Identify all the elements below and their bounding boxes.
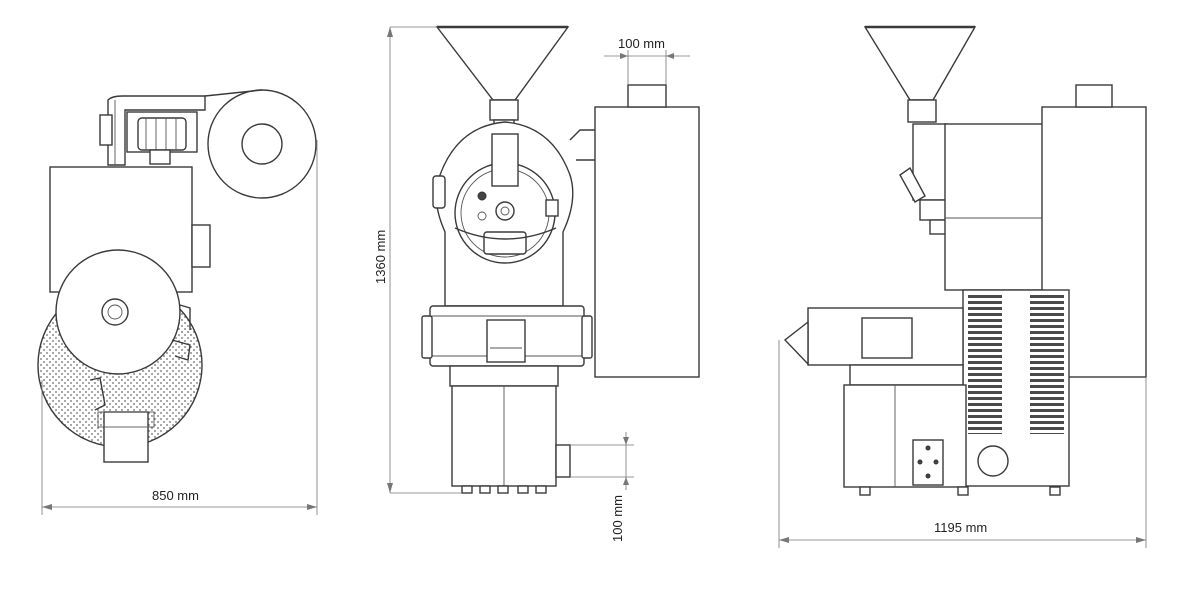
dimension-label-1195: 1195 mm	[934, 520, 987, 535]
dimension-label-1360: 1360 mm	[373, 230, 388, 284]
dimension-label-850: 850 mm	[152, 488, 199, 503]
side-view-vent-cabinet	[962, 289, 1070, 487]
front-view-base	[449, 365, 571, 494]
side-view-base	[843, 364, 1061, 496]
top-view-cyclone	[204, 89, 317, 199]
top-view-motor-assembly	[99, 95, 206, 166]
front-view: 1360 mm 100 mm 100 mm	[373, 25, 700, 542]
top-view-cooling-tray	[37, 249, 203, 463]
dimension-label-100-side: 100 mm	[610, 495, 625, 542]
side-view-drum-body	[944, 123, 1046, 291]
front-view-hopper	[435, 25, 570, 135]
top-view: 850 mm	[37, 89, 318, 515]
side-view-front-panel	[899, 123, 948, 235]
dimension-exhaust-side: 100 mm	[570, 432, 634, 542]
dimension-exhaust-top: 100 mm	[604, 36, 690, 85]
dimension-side-view-width: 1195 mm	[778, 340, 1147, 548]
dimension-label-100-top: 100 mm	[618, 36, 665, 51]
front-view-chimney	[594, 84, 700, 378]
front-view-cooling-tray	[421, 305, 593, 367]
front-view-drum-housing	[432, 121, 597, 307]
side-view-cooling-tray	[783, 307, 964, 366]
side-view-hopper	[863, 25, 977, 123]
dimension-top-view-width: 850 mm	[41, 140, 318, 515]
top-view-side-port	[191, 224, 211, 268]
side-view: 1195 mm	[778, 25, 1147, 548]
dimension-front-view-height: 1360 mm	[373, 26, 462, 494]
